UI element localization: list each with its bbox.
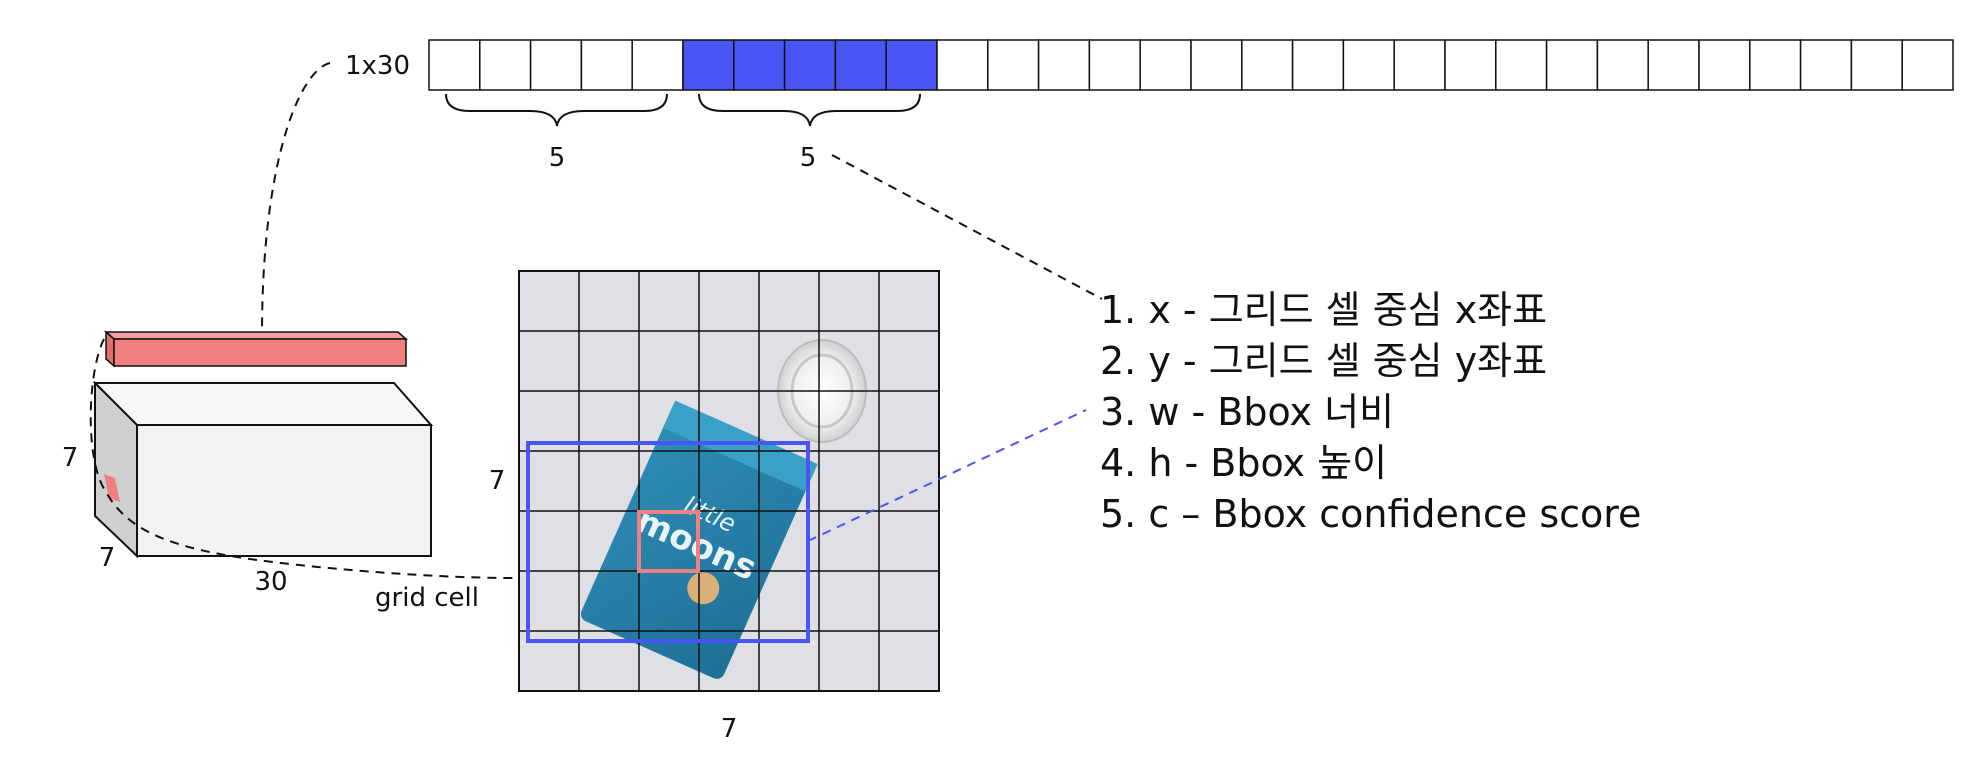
- vector-cell: [1495, 39, 1548, 91]
- bounding-box: [526, 441, 810, 643]
- vector-cell: [1088, 39, 1141, 91]
- tensor-width-label: 30: [254, 567, 287, 597]
- attribute-x: 1. x - 그리드 셀 중심 x좌표: [1100, 288, 1547, 332]
- vector-cell: [479, 39, 532, 91]
- brace-first-label: 5: [549, 143, 566, 173]
- attribute-w: 3. w - Bbox 너비: [1100, 390, 1394, 434]
- vector-cell-highlighted: [885, 39, 938, 91]
- attribute-h: 4. h - Bbox 높이: [1100, 441, 1387, 485]
- vector-cell: [1799, 39, 1853, 91]
- vector-cell: [936, 39, 989, 91]
- vector-cell-highlighted: [733, 39, 786, 91]
- connector-to-descriptions: [831, 154, 1103, 300]
- tensor-depth-label: 7: [99, 543, 116, 573]
- vector-cell: [1241, 39, 1294, 91]
- vector-cell: [580, 39, 633, 91]
- vector-cell: [1850, 39, 1903, 91]
- attribute-y: 2. y - 그리드 셀 중심 y좌표: [1100, 339, 1547, 383]
- vector-cell: [1647, 39, 1700, 91]
- brace-second-box: [698, 93, 921, 127]
- vector-cell: [1444, 39, 1497, 91]
- vector-cell: [1190, 39, 1243, 91]
- grid-cell-highlight: [637, 510, 700, 573]
- brace-second-label: 5: [800, 143, 817, 173]
- vector-cell: [1749, 39, 1802, 91]
- vector-cell: [428, 39, 481, 91]
- brace-first-box: [445, 93, 668, 127]
- output-vector: [428, 39, 1954, 91]
- vector-cell: [1291, 39, 1345, 91]
- grid-rows-label: 7: [489, 466, 506, 496]
- vector-cell: [1901, 39, 1954, 91]
- vector-cell: [1342, 39, 1395, 91]
- attribute-c: 5. c – Bbox confidence score: [1100, 492, 1641, 536]
- vector-cell-highlighted: [783, 39, 837, 91]
- tensor-height-label: 7: [62, 443, 79, 473]
- input-image: little moons: [518, 270, 940, 692]
- connector-slice-to-grid-cell: [89, 338, 515, 579]
- vector-cell: [1596, 39, 1649, 91]
- tensor-cell-highlight: [104, 474, 120, 502]
- connector-bbox-to-descriptions: [807, 409, 1087, 542]
- vector-cell: [1393, 39, 1446, 91]
- vector-cell: [1037, 39, 1091, 91]
- grid-cell-label: grid cell: [375, 583, 479, 613]
- vector-cell: [1545, 39, 1599, 91]
- output-slice-bar: [104, 330, 408, 368]
- vector-cell: [987, 39, 1040, 91]
- vector-cell-highlighted: [834, 39, 887, 91]
- attribute-list: 1. x - 그리드 셀 중심 x좌표 2. y - 그리드 셀 중심 y좌표 …: [1100, 288, 1641, 536]
- output-tensor-box: [92, 380, 434, 559]
- vector-cell: [1698, 39, 1751, 91]
- vector-cell: [529, 39, 583, 91]
- vector-cell: [1139, 39, 1192, 91]
- connector-vector-to-slice: [261, 62, 331, 335]
- vector-cell-highlighted: [682, 39, 735, 91]
- vector-cell: [631, 39, 684, 91]
- vector-size-label: 1x30: [345, 51, 410, 81]
- image-grid-7x7: [519, 271, 939, 691]
- grid-cols-label: 7: [721, 714, 738, 744]
